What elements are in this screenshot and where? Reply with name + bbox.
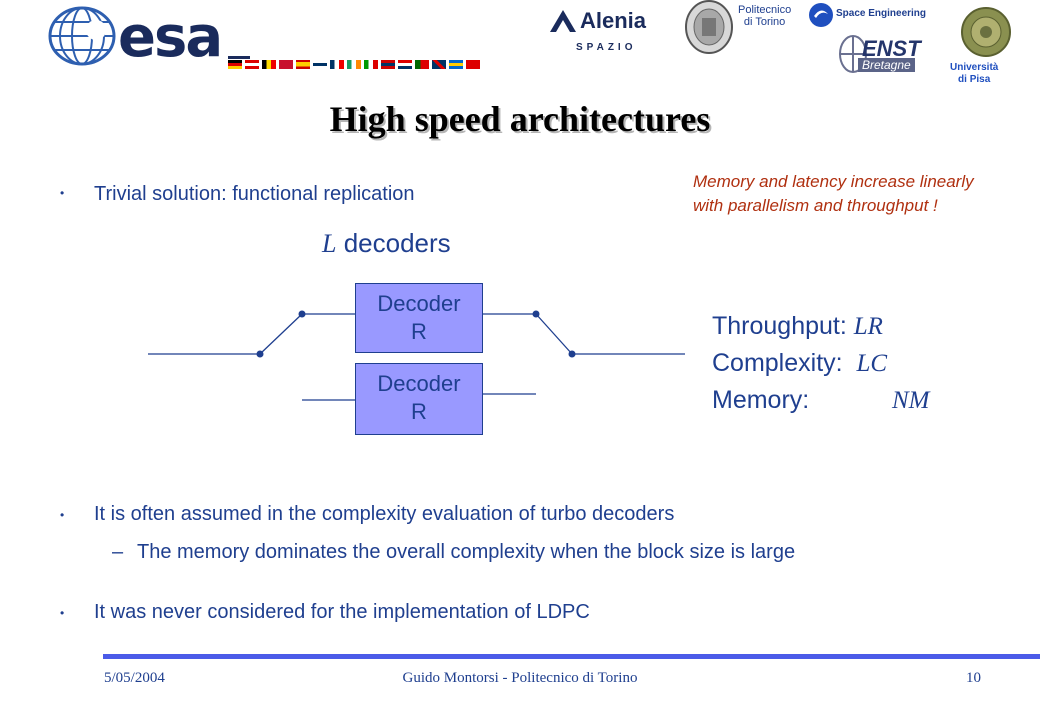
- input-switch-arm: [259, 313, 303, 355]
- decoder-box-1: Decoder R: [355, 283, 483, 353]
- throughput-label: Throughput:: [712, 312, 847, 340]
- esa-logo-bar: [228, 56, 250, 59]
- alenia-logo-text: Alenia: [580, 8, 647, 33]
- flag-norway: [381, 60, 395, 69]
- footer-author: Guido Montorsi - Politecnico di Torino: [402, 670, 638, 686]
- member-flags: [228, 60, 480, 69]
- enst-logo-sub: Bretagne: [858, 58, 915, 72]
- decoder-box-2: Decoder R: [355, 363, 483, 435]
- decoder-1-rate: R: [411, 319, 427, 344]
- output-switch-arm: [535, 313, 573, 355]
- sub-bullet-text: The memory dominates the overall complex…: [137, 541, 796, 563]
- decoders-word: decoders: [343, 228, 451, 258]
- flag-spain: [296, 60, 310, 69]
- unipisa-seal-icon: [961, 7, 1011, 57]
- bullet-dot-2: •: [60, 508, 65, 522]
- flag-sweden: [449, 60, 463, 69]
- alenia-logo-sub: SPAZIO: [576, 42, 637, 53]
- flag-denmark: [279, 60, 293, 69]
- flag-uk: [432, 60, 446, 69]
- bullet-dot-1: •: [60, 186, 65, 200]
- polito-logo-text: Politecnico di Torino: [738, 4, 791, 28]
- polito-seal-icon: [685, 0, 733, 54]
- complexity-label: Complexity:: [712, 349, 843, 377]
- enst-globe-icon: [839, 35, 867, 73]
- esa-globe-logo: [48, 6, 116, 66]
- unipisa-logo-text: Università di Pisa: [950, 62, 998, 86]
- space-eng-swirl-icon: [809, 3, 833, 27]
- memory-label: Memory:: [712, 386, 810, 414]
- decoder-2-rate: R: [411, 399, 427, 424]
- flag-germany: [228, 60, 242, 69]
- flag-italy: [364, 60, 378, 69]
- alenia-wing-icon: [550, 10, 576, 32]
- bullet-1-text: Trivial solution: functional replication: [94, 183, 415, 205]
- flag-portugal: [415, 60, 429, 69]
- bullet-2-text: It is often assumed in the complexity ev…: [94, 503, 675, 525]
- decoder-2-label: Decoder: [377, 371, 461, 396]
- flag-austria: [245, 60, 259, 69]
- l-variable: L: [322, 229, 337, 258]
- memory-row: Memory: NM: [712, 382, 930, 419]
- slide-title: High speed architectures: [329, 99, 711, 139]
- bullet-dot-3: •: [60, 606, 65, 620]
- replication-diagram: [148, 310, 685, 401]
- footer-page-number: 10: [966, 670, 981, 686]
- enst-logo-text: ENST: [862, 36, 921, 61]
- complexity-row: Complexity: LC: [712, 345, 930, 382]
- flag-netherlands: [398, 60, 412, 69]
- sub-bullet-dash: –: [112, 541, 124, 563]
- space-eng-logo-text: Space Engineering: [836, 8, 927, 19]
- complexity-value: LC: [856, 350, 888, 377]
- l-decoders-label: L decoders: [322, 228, 451, 259]
- stats-block: Throughput: LR Complexity: LC Memory: NM: [712, 308, 930, 419]
- esa-logo-text: esa: [118, 5, 223, 70]
- unipisa-line2: di Pisa: [958, 74, 991, 85]
- footer-date: 5/05/2004: [104, 670, 165, 686]
- bullet-3-text: It was never considered for the implemen…: [94, 601, 590, 623]
- flag-france: [330, 60, 344, 69]
- throughput-row: Throughput: LR: [712, 308, 930, 345]
- memory-value: NM: [892, 387, 930, 414]
- flag-finland: [313, 60, 327, 69]
- polito-line2: di Torino: [743, 16, 786, 28]
- unipisa-line1: Università: [950, 62, 999, 73]
- memory-latency-note: Memory and latency increase linearly wit…: [693, 172, 974, 215]
- polito-line1: Politecnico: [738, 4, 792, 16]
- flag-ireland: [347, 60, 361, 69]
- decoder-1-label: Decoder: [377, 291, 461, 316]
- flag-belgium: [262, 60, 276, 69]
- flag-switzerland: [466, 60, 480, 69]
- footer-bar: [103, 654, 1040, 659]
- throughput-value: LR: [853, 313, 883, 340]
